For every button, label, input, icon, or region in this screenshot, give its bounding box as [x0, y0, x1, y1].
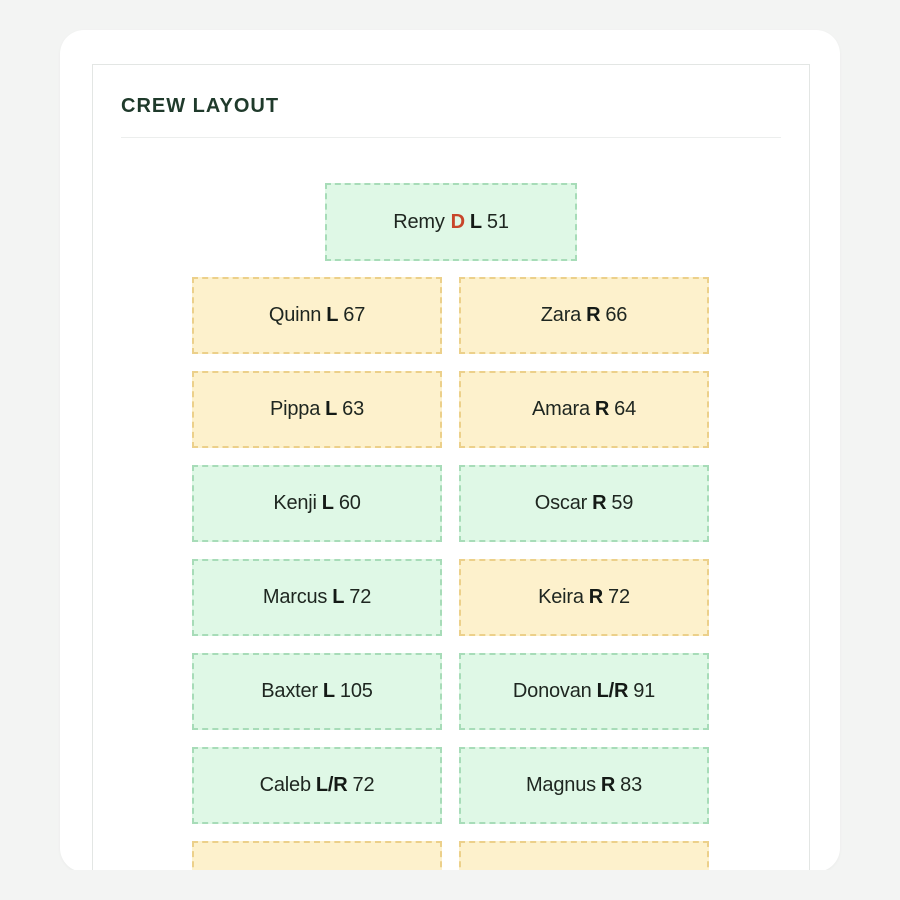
- seat-name: Oscar: [534, 492, 588, 514]
- seat-drummer[interactable]: Remy D L 51: [325, 183, 577, 261]
- seat-weight: 72: [608, 586, 630, 608]
- seat-row2-left[interactable]: Pippa L 63: [192, 371, 442, 448]
- seat-weight: 105: [339, 680, 373, 702]
- crew-layout-panel: CREW LAYOUT Remy D L 51 Quinn L 67 Zara …: [92, 64, 810, 872]
- seat-row1-left[interactable]: Quinn L 67: [192, 277, 442, 354]
- seat-side: R: [592, 492, 607, 514]
- seat-name: Quinn: [268, 304, 322, 326]
- seat-weight: 64: [614, 398, 637, 420]
- seat-side: L/R: [315, 774, 348, 796]
- seat-row4-left[interactable]: Marcus L 72: [192, 559, 442, 636]
- seat-side: L: [325, 398, 338, 420]
- seat-name: Magnus: [525, 774, 596, 796]
- seat-weight: 66: [605, 304, 628, 326]
- seat-name: Keira: [538, 586, 584, 608]
- seat-weight: 91: [633, 680, 656, 702]
- seat-row5-right[interactable]: Donovan L/R 91: [459, 653, 709, 730]
- seat-row7-right[interactable]: [459, 841, 709, 872]
- seat-weight: 72: [349, 586, 372, 608]
- seat-name: Kenji: [273, 492, 317, 514]
- seat-weight: 63: [342, 398, 365, 420]
- crew-layout-card: CREW LAYOUT Remy D L 51 Quinn L 67 Zara …: [60, 30, 840, 872]
- seat-side: L: [332, 586, 345, 608]
- seat-weight: 72: [352, 774, 375, 796]
- seat-side: L: [321, 492, 334, 514]
- seat-name: Remy: [393, 210, 445, 233]
- seat-weight: 59: [611, 492, 634, 514]
- seat-row6-left[interactable]: Caleb L/R 72: [192, 747, 442, 824]
- viewport-bottom-edge: [0, 870, 900, 900]
- seat-side: L: [322, 680, 335, 702]
- seat-weight: 60: [338, 492, 361, 514]
- seat-row3-left[interactable]: Kenji L 60: [192, 465, 442, 542]
- seat-name: Amara: [531, 398, 590, 420]
- seat-row5-left[interactable]: Baxter L 105: [192, 653, 442, 730]
- seat-side: R: [588, 586, 604, 608]
- seat-name: Baxter: [261, 680, 318, 702]
- seat-name: Pippa: [269, 398, 321, 420]
- seat-side: R: [594, 398, 610, 420]
- drummer-role-badge: D: [450, 210, 465, 233]
- seat-name: Donovan: [512, 680, 592, 702]
- seat-side: L: [326, 304, 339, 326]
- seat-side: L/R: [596, 680, 629, 702]
- seat-row2-right[interactable]: Amara R 64: [459, 371, 709, 448]
- seat-row4-right[interactable]: Keira R 72: [459, 559, 709, 636]
- seat-row1-right[interactable]: Zara R 66: [459, 277, 709, 354]
- seat-side: L: [469, 210, 482, 233]
- seat-name: Zara: [540, 304, 582, 326]
- seat-name: Marcus: [262, 586, 328, 608]
- seat-weight: 83: [620, 774, 643, 796]
- panel-title: CREW LAYOUT: [121, 95, 280, 117]
- title-divider: [121, 137, 781, 138]
- seat-row6-right[interactable]: Magnus R 83: [459, 747, 709, 824]
- seat-weight: 67: [343, 304, 366, 326]
- seat-row3-right[interactable]: Oscar R 59: [459, 465, 709, 542]
- seat-name: Caleb: [259, 774, 311, 796]
- seat-weight: 51: [486, 210, 509, 233]
- seat-row7-left[interactable]: [192, 841, 442, 872]
- seat-side: R: [586, 304, 601, 326]
- seat-side: R: [600, 774, 616, 796]
